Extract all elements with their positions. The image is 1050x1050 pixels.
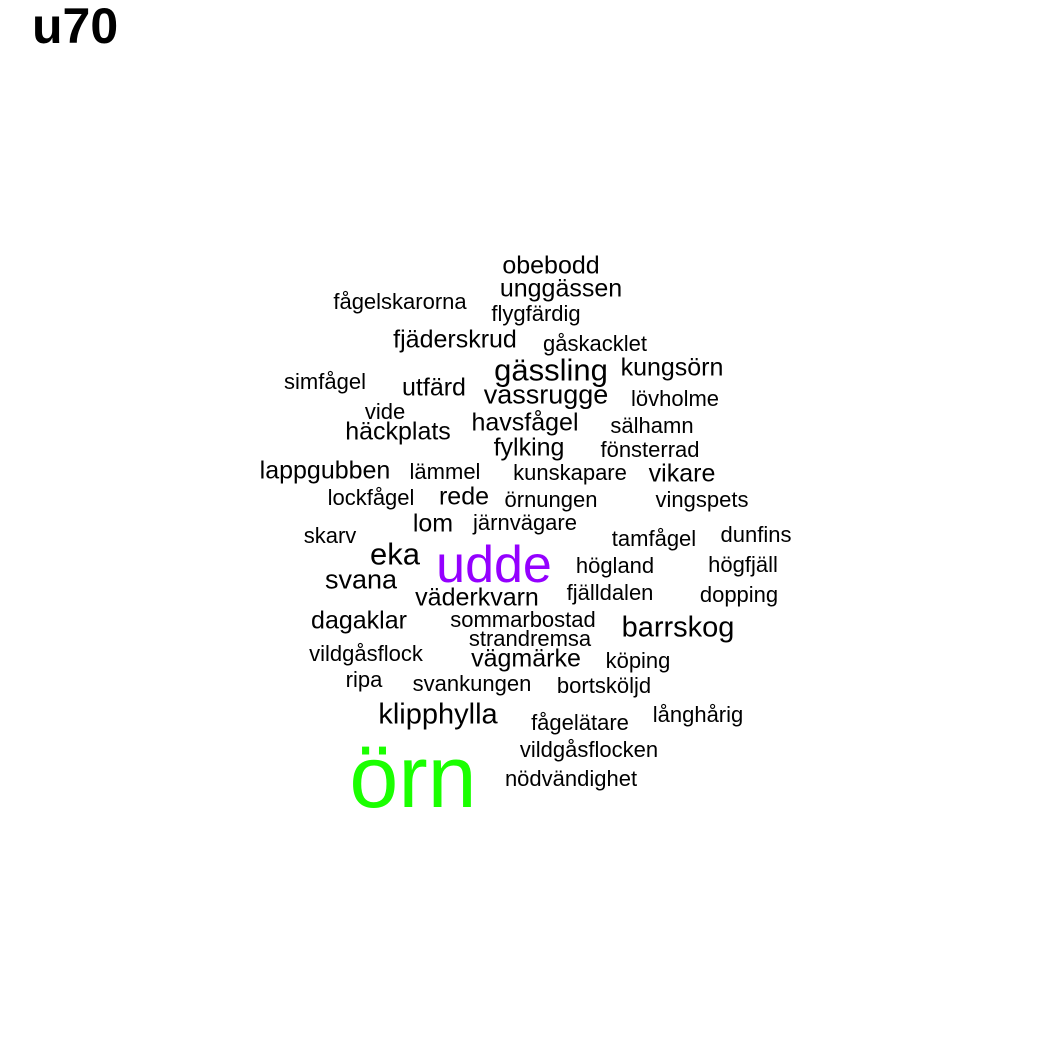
cloud-word: vassrugge xyxy=(483,379,609,410)
cloud-word: dagaklar xyxy=(311,606,407,635)
page-title: u70 xyxy=(32,0,119,54)
cloud-word: svankungen xyxy=(412,671,532,696)
cloud-word: vide xyxy=(364,399,406,424)
cloud-word: vingspets xyxy=(655,487,749,512)
cloud-word: simfågel xyxy=(284,369,366,394)
cloud-word: eka xyxy=(370,536,420,572)
cloud-word: vägmärke xyxy=(471,644,581,673)
cloud-word: fylking xyxy=(493,433,565,462)
cloud-word: fjäderskrud xyxy=(393,325,517,354)
cloud-word: långhårig xyxy=(652,702,744,727)
cloud-word: lämmel xyxy=(409,459,481,484)
cloud-word: svana xyxy=(324,564,398,595)
cloud-word: kunskapare xyxy=(513,460,627,485)
cloud-word: sommarbostad xyxy=(450,607,596,632)
cloud-word: gässling xyxy=(494,352,608,388)
cloud-word: unggässen xyxy=(499,274,623,303)
cloud-word: udde xyxy=(436,536,552,594)
cloud-word: högland xyxy=(575,553,655,578)
cloud-word: fågelätare xyxy=(531,710,629,735)
cloud-word: strandremsa xyxy=(468,626,592,651)
cloud-word: barrskog xyxy=(621,611,735,644)
cloud-word: obebodd xyxy=(502,251,600,280)
cloud-word: ripa xyxy=(345,667,383,692)
cloud-word: fönsterrad xyxy=(600,437,700,462)
cloud-word: dunfins xyxy=(720,522,792,547)
cloud-word: örnungen xyxy=(504,487,598,512)
cloud-word: utfärd xyxy=(402,373,466,402)
cloud-word: bortsköljd xyxy=(556,673,652,698)
cloud-word: flygfärdig xyxy=(491,301,581,326)
cloud-word: köping xyxy=(605,648,671,673)
cloud-word: gåskacklet xyxy=(543,331,647,356)
cloud-word: sälhamn xyxy=(610,413,694,438)
cloud-word: rede xyxy=(438,482,490,511)
cloud-word: örn xyxy=(349,727,477,826)
cloud-word: fågelskarorna xyxy=(333,289,467,314)
cloud-word: vildgåsflock xyxy=(309,641,423,666)
cloud-word: tamfågel xyxy=(611,526,697,551)
cloud-word: lockfågel xyxy=(327,485,415,510)
cloud-word: dopping xyxy=(699,582,779,607)
cloud-word: väderkvarn xyxy=(415,583,539,612)
cloud-word: skarv xyxy=(303,523,357,548)
cloud-word: lövholme xyxy=(630,386,720,411)
cloud-word: vikare xyxy=(648,459,716,488)
cloud-word: järnvägare xyxy=(473,510,577,535)
cloud-word: havsfågel xyxy=(471,408,579,437)
cloud-word: högfjäll xyxy=(708,552,778,577)
cloud-word: nödvändighet xyxy=(504,766,638,791)
cloud-word: lom xyxy=(412,509,454,538)
cloud-word: häckplats xyxy=(345,417,451,446)
cloud-word: fjälldalen xyxy=(566,580,654,605)
cloud-word: kungsörn xyxy=(620,353,724,382)
cloud-word: vildgåsflocken xyxy=(519,737,659,762)
cloud-word: klipphylla xyxy=(378,698,498,731)
cloud-word: lappgubben xyxy=(259,456,391,485)
